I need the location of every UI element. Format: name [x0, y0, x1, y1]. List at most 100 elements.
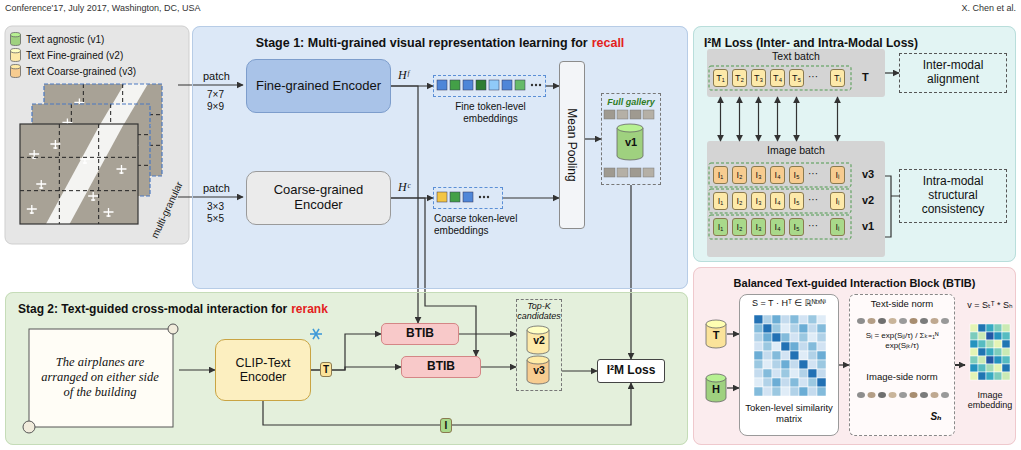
patch-size: 9×9	[207, 101, 224, 113]
embedding-cell	[1002, 332, 1010, 340]
connector	[562, 370, 597, 371]
matrix-cell	[799, 387, 808, 396]
matrix-cell	[799, 324, 808, 333]
connector	[777, 97, 778, 141]
connector	[839, 364, 849, 365]
batch-item: Tᵢ	[830, 69, 845, 87]
box-text: Mean Pooling	[565, 108, 579, 181]
matrix-cell	[781, 315, 790, 324]
token-dots	[479, 196, 481, 198]
matrix-cell	[808, 315, 817, 324]
embedding-cell	[1002, 348, 1010, 356]
row-tag: v3	[862, 168, 874, 181]
norm-token	[889, 318, 897, 324]
box-text: H	[712, 383, 720, 396]
matrix-cell	[781, 369, 790, 378]
candidate-box: Top-K candidatesv2v3	[516, 299, 562, 391]
batch-item: T₃	[751, 69, 766, 87]
matrix-cell	[754, 351, 763, 360]
matrix-cell	[808, 387, 817, 396]
embedding-cell	[978, 324, 986, 332]
box-text: Inter-modal alignment	[906, 59, 1000, 87]
box-text: Token-level similarity matrix	[742, 403, 836, 425]
aerial-image-part	[46, 124, 124, 224]
panel-title: Stage 1: Multi-grained visual representa…	[256, 36, 588, 50]
embedding-cell	[994, 340, 1002, 348]
matrix-cell	[808, 369, 817, 378]
token-square	[489, 80, 499, 90]
legend-swatch	[10, 32, 21, 46]
embedding-cell	[994, 348, 1002, 356]
batch-item: I₄	[770, 192, 785, 210]
norm-token	[920, 318, 928, 324]
cylinder-top	[706, 320, 726, 328]
matrix-cell	[781, 324, 790, 333]
patch-label: patch	[203, 70, 230, 83]
batch-item: I₄	[770, 218, 785, 236]
matrix-cell	[817, 342, 826, 351]
ellipsis: ···	[808, 168, 818, 180]
aerial-image-part	[116, 165, 126, 174]
matrix-cell	[799, 360, 808, 369]
norm-token	[878, 318, 886, 324]
objective-box: Intra-modal structural consistency	[899, 169, 1007, 223]
matrix-cell	[754, 387, 763, 396]
cylinder-top	[11, 65, 21, 69]
matrix-cell	[781, 333, 790, 342]
box-text: Coarse-grained Encoder	[253, 183, 384, 213]
norm-token	[941, 318, 949, 324]
axis-label: multi-granular	[149, 180, 185, 240]
matrix-cell	[763, 369, 772, 378]
stage-panel: Stag 2: Text-guided cross-modal interact…	[5, 292, 688, 445]
box-text: BTIB	[427, 360, 455, 374]
box-caption: Coarse token-level embeddings	[434, 213, 558, 236]
embedding-cell	[986, 348, 994, 356]
matrix-cell	[763, 351, 772, 360]
batch-item: I₃	[751, 166, 766, 184]
batch-item: I₂	[732, 192, 747, 210]
matrix-cell	[799, 351, 808, 360]
matrix-cell	[772, 351, 781, 360]
legend: Text agnostic (v1)Text Fine-grained (v2)…	[10, 31, 136, 79]
legend-row: Text Fine-grained (v2)	[10, 47, 136, 63]
embedding-cell	[994, 372, 1002, 380]
box-text: S = T · Hᵀ ∈ ℝᴺᵗˣᴺⁱ	[742, 298, 836, 308]
connector	[955, 364, 965, 366]
box-text: Image batch	[707, 144, 885, 156]
batch-item: I₂	[732, 166, 747, 184]
embedding-cell	[1002, 324, 1010, 332]
gallery-thumb	[604, 168, 615, 177]
embedding-cell	[978, 348, 986, 356]
matrix-cell	[808, 360, 817, 369]
norm-token	[889, 392, 897, 398]
text-scroll: The airplanes are arranged on either sid…	[21, 323, 179, 435]
matrix-cell	[817, 360, 826, 369]
matrix-cell	[763, 342, 772, 351]
embedding-cell	[970, 364, 978, 372]
ellipsis: ···	[808, 194, 818, 206]
token-cylinder: H	[705, 373, 727, 403]
box-text: The airplanes are arranged on either sid…	[37, 355, 163, 400]
matrix-cell	[799, 378, 808, 387]
batch-item: I₄	[770, 166, 785, 184]
batch-item: I₃	[751, 218, 766, 236]
embedding-cell	[986, 372, 994, 380]
batch-item: T₄	[770, 69, 785, 87]
interaction-box: BTIB	[401, 356, 481, 378]
embedding-cell	[1002, 372, 1010, 380]
token-dots	[535, 84, 537, 86]
frozen-icon	[310, 329, 322, 339]
matrix-cell	[790, 342, 799, 351]
box-text: Full gallery	[602, 97, 660, 107]
panel-title: rerank	[291, 302, 328, 316]
matrix-cell	[817, 324, 826, 333]
matrix-cell	[754, 378, 763, 387]
box-text: Fine-grained Encoder	[256, 79, 381, 94]
box-text: Sᵢ = exp(Sᵢⱼ/τ) / Σₖ₌₁ᴺ exp(Sᵢₖ/τ)	[852, 331, 952, 351]
box-text: I²M Loss	[607, 364, 656, 378]
connector	[179, 369, 215, 370]
matrix-cell	[817, 351, 826, 360]
embedding-cell	[986, 324, 994, 332]
matrix-cell	[754, 324, 763, 333]
embedding-cell	[994, 332, 1002, 340]
